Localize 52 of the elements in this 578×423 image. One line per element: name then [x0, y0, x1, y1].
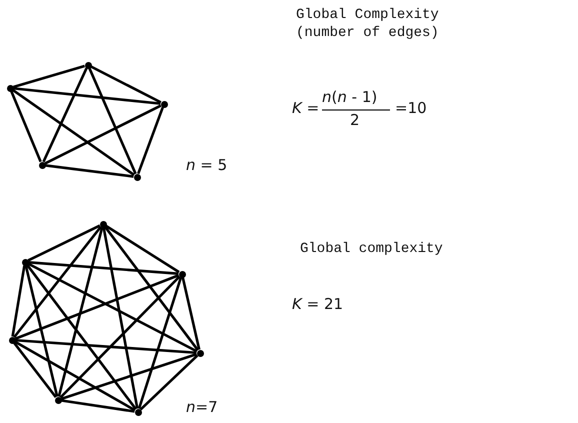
graph-edge — [26, 264, 137, 410]
graph-vertex — [160, 100, 168, 108]
graph-edge — [28, 262, 198, 353]
graph-vertex — [196, 350, 204, 356]
graph-edge — [90, 65, 162, 104]
graph-edge — [102, 227, 139, 409]
graph-edge — [28, 224, 100, 262]
graph-vertex — [22, 258, 28, 266]
graph-edge — [58, 227, 104, 397]
graph-edge — [60, 352, 198, 400]
graph-edge — [13, 87, 161, 105]
graph-edge — [13, 342, 57, 398]
graph-edge — [45, 164, 134, 178]
heading-text: Global Complexity (number of edges) — [296, 6, 440, 42]
graph-edge — [24, 265, 58, 397]
graph-edge — [12, 64, 86, 88]
graph-edge — [28, 260, 179, 276]
formula-text: K = 21 — [292, 295, 344, 313]
graph-vertex — [134, 174, 140, 180]
graph-edge — [15, 338, 197, 354]
heading-text: Global complexity — [300, 240, 444, 258]
formula-text: K = — [292, 99, 320, 117]
formula-numerator: n(n - 1) — [322, 88, 378, 106]
graph-vertex — [100, 220, 106, 228]
formula-result: =10 — [395, 99, 427, 117]
graph-edge — [10, 90, 42, 162]
graph-edge — [14, 274, 180, 340]
formula-denominator: 2 — [350, 111, 360, 129]
graph-vertex — [178, 270, 186, 278]
graph-edge — [182, 277, 200, 350]
graph-edge — [13, 226, 102, 338]
graph-edge — [105, 224, 180, 274]
graph-vertex — [134, 408, 142, 416]
graph-edge — [88, 68, 137, 174]
graph-edge — [137, 106, 164, 174]
graph-vertex — [54, 396, 62, 404]
vertex-count: n=7 — [186, 398, 218, 416]
graph-vertex — [6, 84, 14, 92]
graph-edge — [61, 399, 135, 413]
graph-edge — [138, 276, 182, 410]
graph-vertex — [84, 62, 92, 68]
graph-vertex — [8, 336, 16, 344]
graph-edge — [12, 88, 135, 176]
graph-edge — [14, 340, 136, 412]
graph-edge — [44, 104, 162, 165]
vertex-count: n = 5 — [186, 156, 228, 174]
graph-edge — [11, 265, 26, 337]
graph-edge — [60, 276, 180, 398]
graph-edge — [42, 68, 88, 162]
graph-edge — [104, 226, 199, 351]
graph-edge — [140, 354, 198, 411]
graph-vertex — [38, 162, 46, 168]
